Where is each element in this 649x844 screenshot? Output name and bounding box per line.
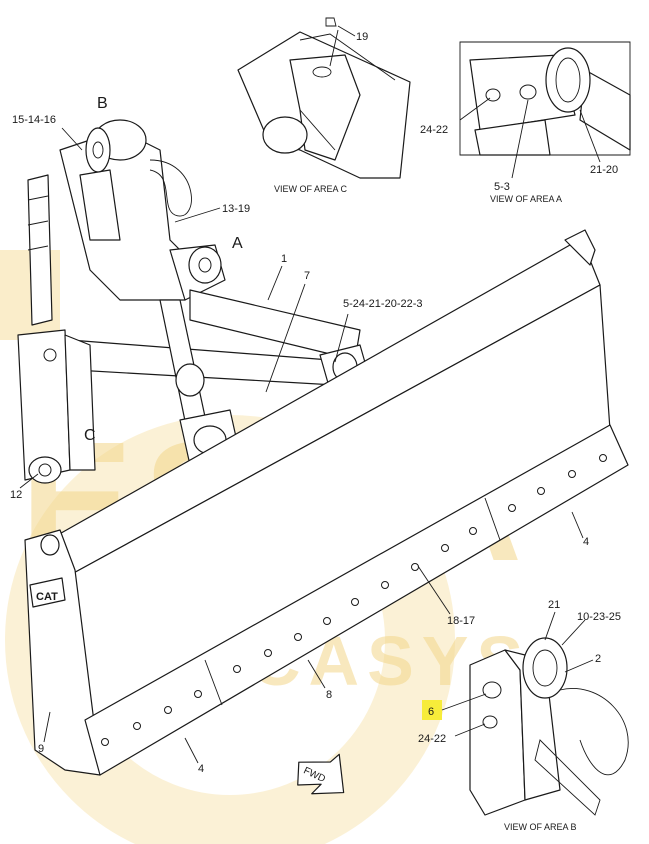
fwd-arrow: FWD bbox=[297, 753, 345, 795]
callout-5-3: 5-3 bbox=[494, 181, 510, 193]
bushing-b-shape bbox=[522, 637, 568, 699]
callout-A: A bbox=[232, 235, 243, 252]
callout-21: 21 bbox=[548, 599, 560, 611]
cat-logo: CAT bbox=[29, 577, 66, 608]
callout-B: B bbox=[97, 95, 108, 112]
callout-2: 2 bbox=[595, 653, 601, 665]
callout-18-17: 18-17 bbox=[447, 615, 475, 627]
callout-8: 8 bbox=[326, 689, 332, 701]
bushing-shape bbox=[545, 47, 591, 113]
callout-6: 6 bbox=[428, 706, 434, 718]
cutting-edge-bolt-holes bbox=[101, 454, 607, 746]
pin-shape bbox=[262, 116, 308, 154]
inset-view-area-a: 24-22 5-3 21-20 VIEW OF AREA A bbox=[420, 41, 631, 204]
callout-4-right: 4 bbox=[583, 536, 589, 548]
callout-24-22-area-b: 24-22 bbox=[418, 733, 446, 745]
callout-4-bottom: 4 bbox=[198, 763, 204, 775]
callout-21-20: 21-20 bbox=[590, 164, 618, 176]
callout-5-24-21-20-22-3: 5-24-21-20-22-3 bbox=[343, 298, 423, 310]
callout-24-22-area-a: 24-22 bbox=[420, 124, 448, 136]
callout-15-14-16: 15-14-16 bbox=[12, 114, 56, 126]
callout-9: 9 bbox=[38, 743, 44, 755]
callout-10-23-25: 10-23-25 bbox=[577, 611, 621, 623]
cat-logo-text: CAT bbox=[36, 591, 58, 603]
main-callouts: 15-14-16 B 13-19 A 1 7 5-24-21-20-22-3 C… bbox=[10, 95, 589, 775]
callout-6-highlight bbox=[422, 700, 442, 720]
blade-assembly: CAT bbox=[24, 229, 629, 776]
callout-C: C bbox=[84, 427, 96, 444]
callout-1: 1 bbox=[281, 253, 287, 265]
caption-view-area-b: VIEW OF AREA B bbox=[504, 822, 577, 832]
inset-view-area-b: 21 10-23-25 2 6 24-22 VIEW OF AREA B bbox=[418, 599, 629, 832]
callout-12: 12 bbox=[10, 489, 22, 501]
caption-view-area-a: VIEW OF AREA A bbox=[490, 194, 562, 204]
callout-19: 19 bbox=[356, 31, 368, 43]
callout-7: 7 bbox=[304, 270, 310, 282]
callout-13-19: 13-19 bbox=[222, 203, 250, 215]
inset-view-area-c: 19 VIEW OF AREA C bbox=[237, 17, 411, 194]
caption-view-area-c: VIEW OF AREA C bbox=[274, 184, 348, 194]
